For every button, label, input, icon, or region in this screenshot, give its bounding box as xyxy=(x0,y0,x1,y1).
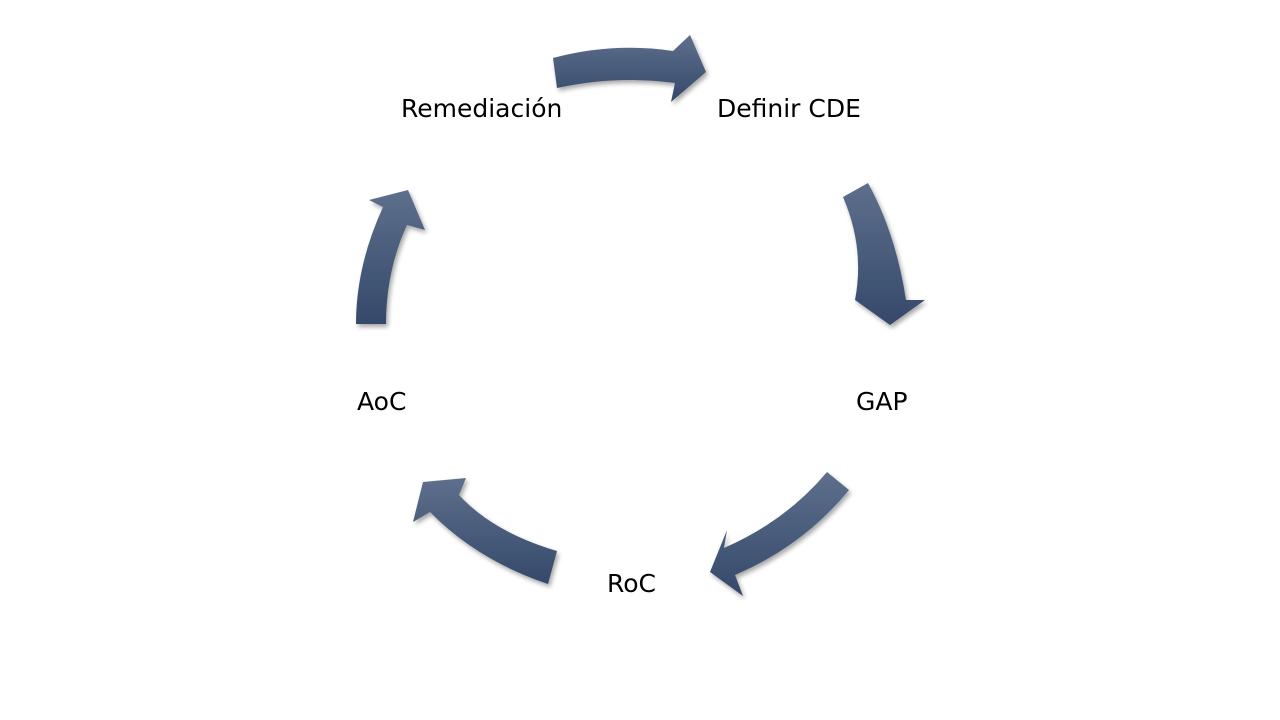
stage-label-remediacion: Remediación xyxy=(401,94,563,123)
stage-label-aoc: AoC xyxy=(357,387,407,416)
stage-label-definir-cde: Definir CDE xyxy=(717,94,861,123)
stage-label-gap: GAP xyxy=(856,387,908,416)
arrow-definir-to-gap xyxy=(843,183,925,325)
stage-label-roc: RoC xyxy=(607,569,656,598)
arrow-remediacion-to-definir xyxy=(553,35,706,102)
arrow-gap-to-roc xyxy=(710,472,849,596)
arrow-roc-to-aoc xyxy=(413,478,557,584)
arrow-aoc-to-remediacion xyxy=(356,190,425,324)
